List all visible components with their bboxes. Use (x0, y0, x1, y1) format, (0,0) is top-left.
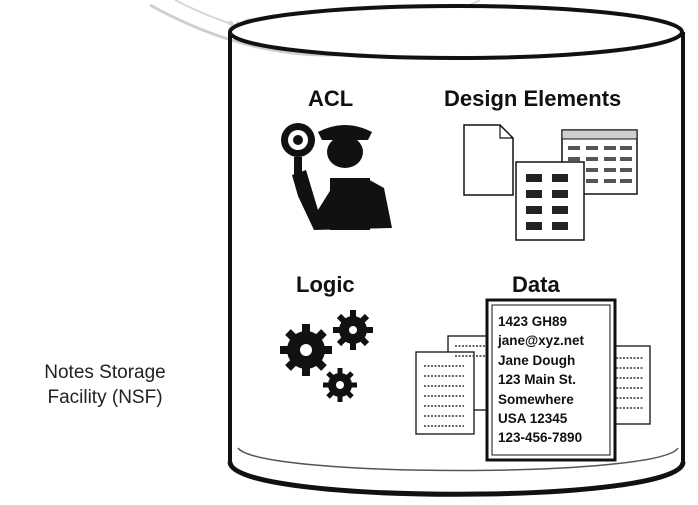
data-card-line: Somewhere (498, 391, 574, 407)
data-documents-icon (415, 298, 651, 462)
nsf-side-label: Notes Storage Facility (NSF) (0, 360, 210, 410)
nsf-cylinder (227, 4, 686, 497)
data-card-line: Jane Dough (498, 352, 576, 368)
logic-title: Logic (296, 272, 355, 297)
data-card-line: 1423 GH89 (498, 314, 568, 329)
side-label-line-1: Notes Storage (44, 362, 166, 383)
design-elements-title: Design Elements (444, 86, 622, 111)
data-card-line: jane@xyz.net (498, 333, 584, 349)
gears-icon (280, 310, 373, 402)
data-card-line: 123-456-7890 (498, 430, 583, 446)
document-icon (463, 124, 514, 196)
acl-title: ACL (308, 86, 354, 111)
data-card-text: 1423 GH89 jane@xyz.net Jane Dough 123 Ma… (498, 312, 618, 448)
side-label-line-2: Facility (NSF) (47, 387, 163, 408)
data-card-line: USA 12345 (498, 411, 568, 427)
traffic-officer-icon (281, 123, 392, 230)
data-title: Data (512, 272, 560, 297)
data-card-line: 123 Main St. (498, 372, 577, 388)
form-icon (515, 161, 585, 241)
